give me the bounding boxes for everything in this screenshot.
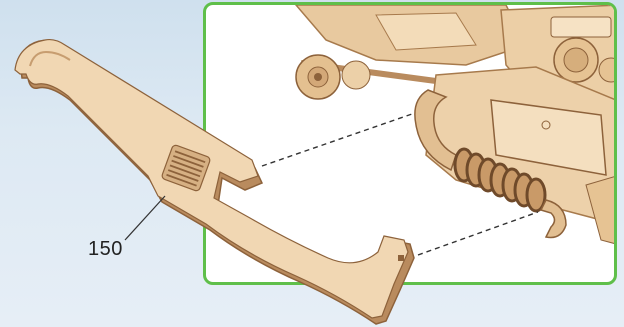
part-leader-line <box>125 196 165 240</box>
part-number-label: 150 <box>88 238 123 261</box>
